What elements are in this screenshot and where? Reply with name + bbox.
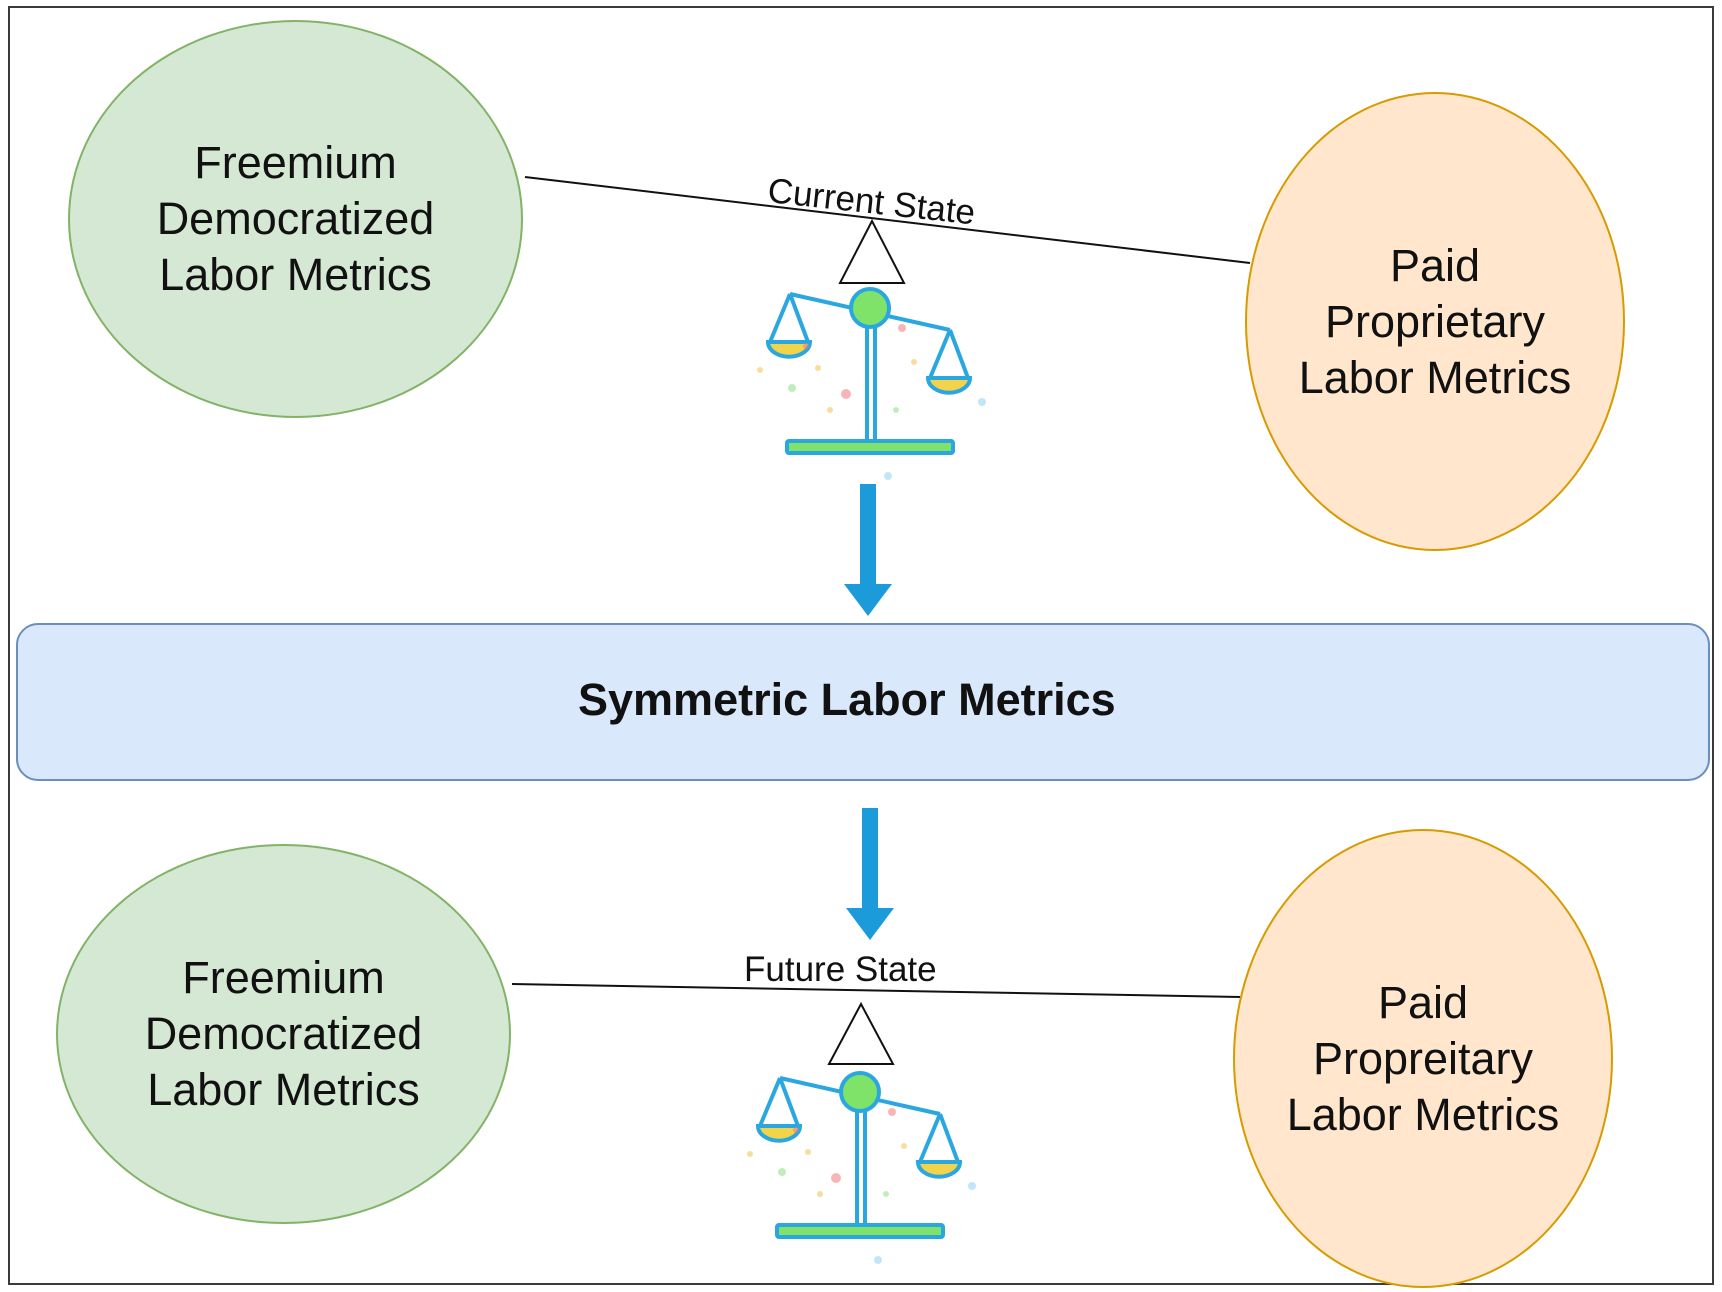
paid-ellipse-future: Paid Propreitary Labor Metrics <box>1233 829 1613 1288</box>
future-balance-beam <box>511 983 1241 998</box>
ellipse-line: Paid <box>1389 239 1481 291</box>
ellipse-line: Labor Metrics <box>1298 351 1572 403</box>
diagram-frame <box>8 6 1714 1285</box>
balance-scale-icon <box>745 1071 978 1266</box>
freemium-ellipse-future: Freemium Democratized Labor Metrics <box>56 844 511 1224</box>
ellipse-line: Freemium <box>194 137 397 188</box>
freemium-ellipse-current: Freemium Democratized Labor Metrics <box>68 20 523 418</box>
ellipse-line: Paid <box>1377 976 1469 1028</box>
fulcrum-triangle-icon <box>838 218 906 284</box>
banner-title: Symmetric Labor Metrics <box>578 674 1116 725</box>
ellipse-line: Labor Metrics <box>1286 1088 1560 1140</box>
balance-scale-icon <box>755 287 988 482</box>
down-arrow-icon <box>846 808 894 940</box>
fulcrum-triangle-icon <box>827 1001 895 1065</box>
ellipse-line: Democratized <box>144 1008 423 1059</box>
current-balance-beam <box>524 176 1251 264</box>
paid-ellipse-current: Paid Proprietary Labor Metrics <box>1245 92 1625 551</box>
down-arrow-icon <box>844 484 892 616</box>
ellipse-line: Labor Metrics <box>147 1064 420 1115</box>
ellipse-line: Democratized <box>156 193 435 244</box>
ellipse-line: Labor Metrics <box>159 249 432 300</box>
future-state-label: Future State <box>744 950 937 989</box>
ellipse-line: Freemium <box>182 952 385 1003</box>
ellipse-line: Proprietary <box>1324 295 1546 347</box>
symmetric-banner <box>16 623 1710 781</box>
ellipse-line: Propreitary <box>1312 1032 1534 1084</box>
